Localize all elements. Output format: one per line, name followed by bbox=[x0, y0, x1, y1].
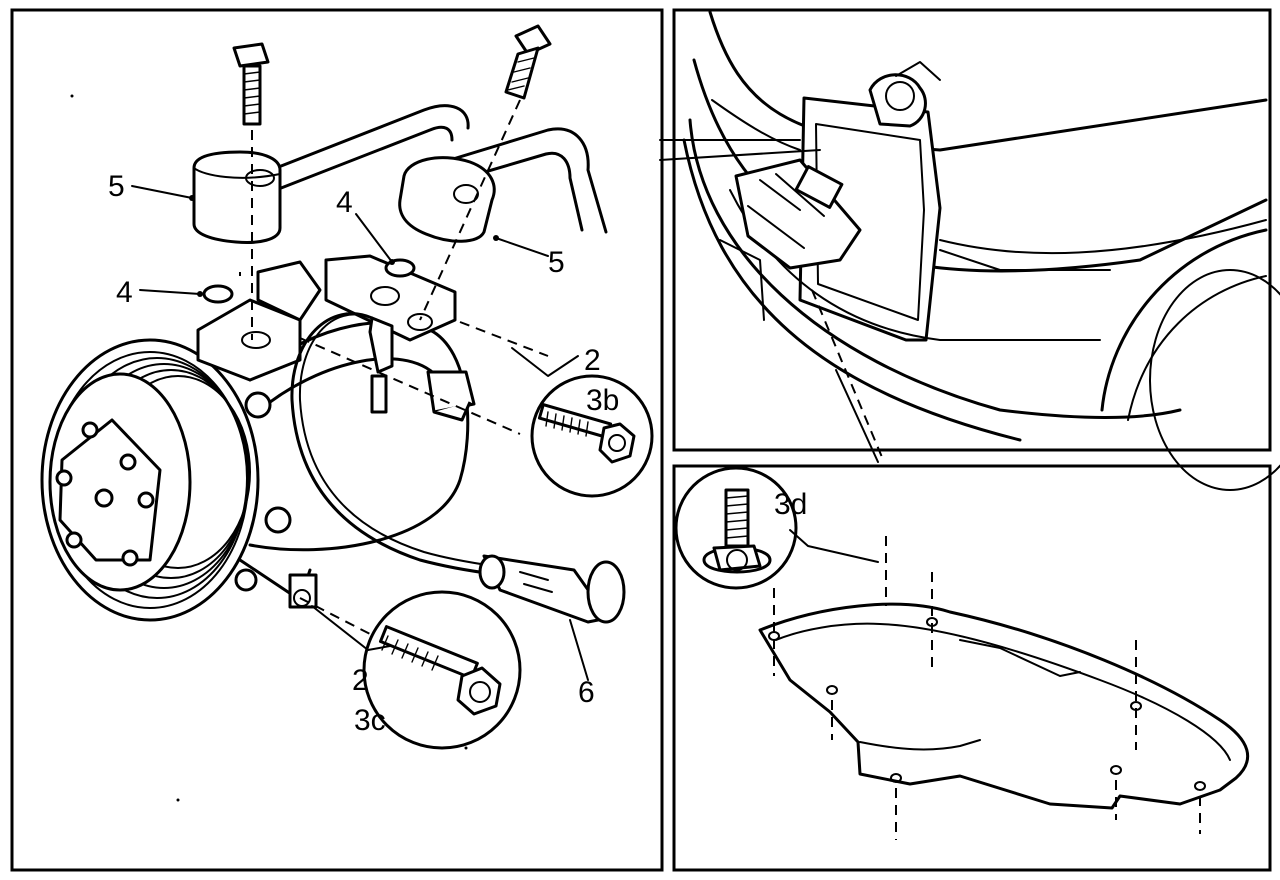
vehicle-front-view bbox=[659, 10, 1280, 491]
callout-3b: 3b bbox=[586, 384, 619, 417]
callout-2-upper: 2 bbox=[584, 344, 601, 377]
callout-5-right: 5 bbox=[548, 246, 565, 279]
sensor-plug bbox=[478, 554, 626, 624]
sensor-wire bbox=[290, 312, 496, 576]
callout-4-top: 4 bbox=[336, 186, 353, 219]
zoom-circle-3b bbox=[530, 374, 654, 498]
zoom-circle-3c bbox=[362, 590, 522, 750]
refrigerant-pipes bbox=[274, 104, 608, 234]
compressor-assembly: 5 5 4 4 2 3b 2 3c 6 bbox=[40, 24, 654, 750]
bottom-right-panel-frame bbox=[672, 464, 1272, 872]
callout-3c: 3c bbox=[354, 704, 386, 737]
compressor-body bbox=[196, 254, 476, 609]
hex-bolt-icon bbox=[232, 42, 270, 126]
callout-6: 6 bbox=[578, 676, 595, 709]
zoom-circle-3d bbox=[674, 466, 798, 590]
compressor-pulley bbox=[40, 338, 260, 622]
pipe-block-left bbox=[192, 150, 282, 244]
undertray-detail: 3d bbox=[674, 466, 1250, 840]
hex-bolt-icon bbox=[504, 24, 552, 100]
assembly-lines bbox=[239, 99, 549, 635]
pipe-block-right bbox=[398, 156, 496, 243]
top-right-panel-frame bbox=[672, 8, 1272, 452]
leader-lines bbox=[131, 185, 589, 681]
washer-left bbox=[202, 284, 234, 304]
callout-2-lower: 2 bbox=[352, 664, 369, 697]
left-panel-frame bbox=[10, 8, 664, 872]
callout-5-left: 5 bbox=[108, 170, 125, 203]
callout-3d: 3d bbox=[774, 488, 807, 521]
callout-4-left: 4 bbox=[116, 276, 133, 309]
